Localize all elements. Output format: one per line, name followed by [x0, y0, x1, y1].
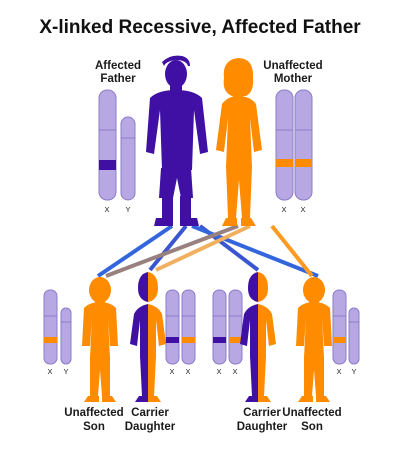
child1-silhouette [82, 277, 118, 402]
child1-y-label: Y [63, 367, 68, 376]
child3-x1-chromosome [212, 289, 227, 365]
father-x-chromosome [98, 89, 117, 201]
child3-label-line1: Carrier [243, 407, 281, 419]
father-x-label: X [104, 205, 109, 214]
child2-label-line2: Daughter [125, 421, 176, 433]
child4-y-chromosome [348, 307, 360, 365]
line-mother-son1 [105, 224, 239, 278]
child4-x-chromosome [332, 289, 347, 365]
mother-label-line2: Mother [274, 73, 313, 85]
father-y-chromosome [120, 116, 136, 201]
father-x-affected-band [99, 160, 116, 170]
child2-silhouette [130, 272, 166, 402]
mother-x2-label: X [300, 205, 305, 214]
father-silhouette [146, 55, 208, 226]
child3-x2-band [229, 337, 242, 343]
mother-x2-chromosome [294, 89, 313, 201]
child3-label-line2: Daughter [237, 421, 288, 433]
child1-label-line1: Unaffected [64, 407, 123, 419]
child2-x2-band [182, 337, 195, 343]
child4-silhouette [296, 277, 332, 402]
child1-x-chromosome [43, 289, 58, 365]
mother-x1-label: X [281, 205, 286, 214]
child1-y-chromosome [60, 307, 72, 365]
mother-x1-band [276, 159, 293, 167]
child4-label-line1: Unaffected [282, 407, 341, 419]
mother-chromosomes: X X [275, 89, 313, 214]
child2-chromosomes: X X [165, 289, 196, 376]
child4-x-band [333, 337, 346, 343]
child2-silhouette-mother-half [148, 272, 166, 402]
inheritance-lines [96, 224, 319, 278]
child3-x2-chromosome [228, 289, 243, 365]
child2-x1-label: X [169, 367, 174, 376]
child2-label-line1: Carrier [131, 407, 169, 419]
line-father-son1 [96, 224, 174, 278]
mother-label-line1: Unaffected [263, 60, 322, 72]
father-label-line1: Affected [95, 60, 141, 72]
child3-silhouette [240, 272, 276, 402]
mother-silhouette [216, 58, 262, 226]
father-chromosomes: X Y [98, 89, 136, 214]
child2-x2-chromosome [181, 289, 196, 365]
line-father-daughter1 [148, 224, 188, 272]
child1-chromosomes: X Y [43, 289, 72, 376]
child3-chromosomes: X X [212, 289, 243, 376]
child1-x-label: X [47, 367, 52, 376]
child3-silhouette-father-half [240, 272, 258, 402]
child2-silhouette-father-half [130, 272, 148, 402]
child2-x1-band [166, 337, 179, 343]
child4-chromosomes: X Y [332, 289, 360, 376]
child2-x2-label: X [185, 367, 190, 376]
diagram-title: X-linked Recessive, Affected Father [39, 17, 361, 38]
mother-x1-chromosome [275, 89, 294, 201]
line-mother-daughter1 [155, 224, 251, 272]
father-y-label: Y [125, 205, 130, 214]
child1-x-band [44, 337, 57, 343]
child4-x-label: X [336, 367, 341, 376]
child4-y-label: Y [351, 367, 356, 376]
mother-x2-band [295, 159, 312, 167]
father-label-line2: Father [100, 73, 136, 85]
child3-silhouette-mother-half [258, 272, 276, 402]
line-mother-son2 [270, 224, 314, 278]
child3-x1-band [213, 337, 226, 343]
child4-label-line2: Son [301, 421, 323, 433]
child3-x2-label: X [232, 367, 237, 376]
child2-x1-chromosome [165, 289, 180, 365]
child3-x1-label: X [216, 367, 221, 376]
child1-label-line2: Son [83, 421, 105, 433]
